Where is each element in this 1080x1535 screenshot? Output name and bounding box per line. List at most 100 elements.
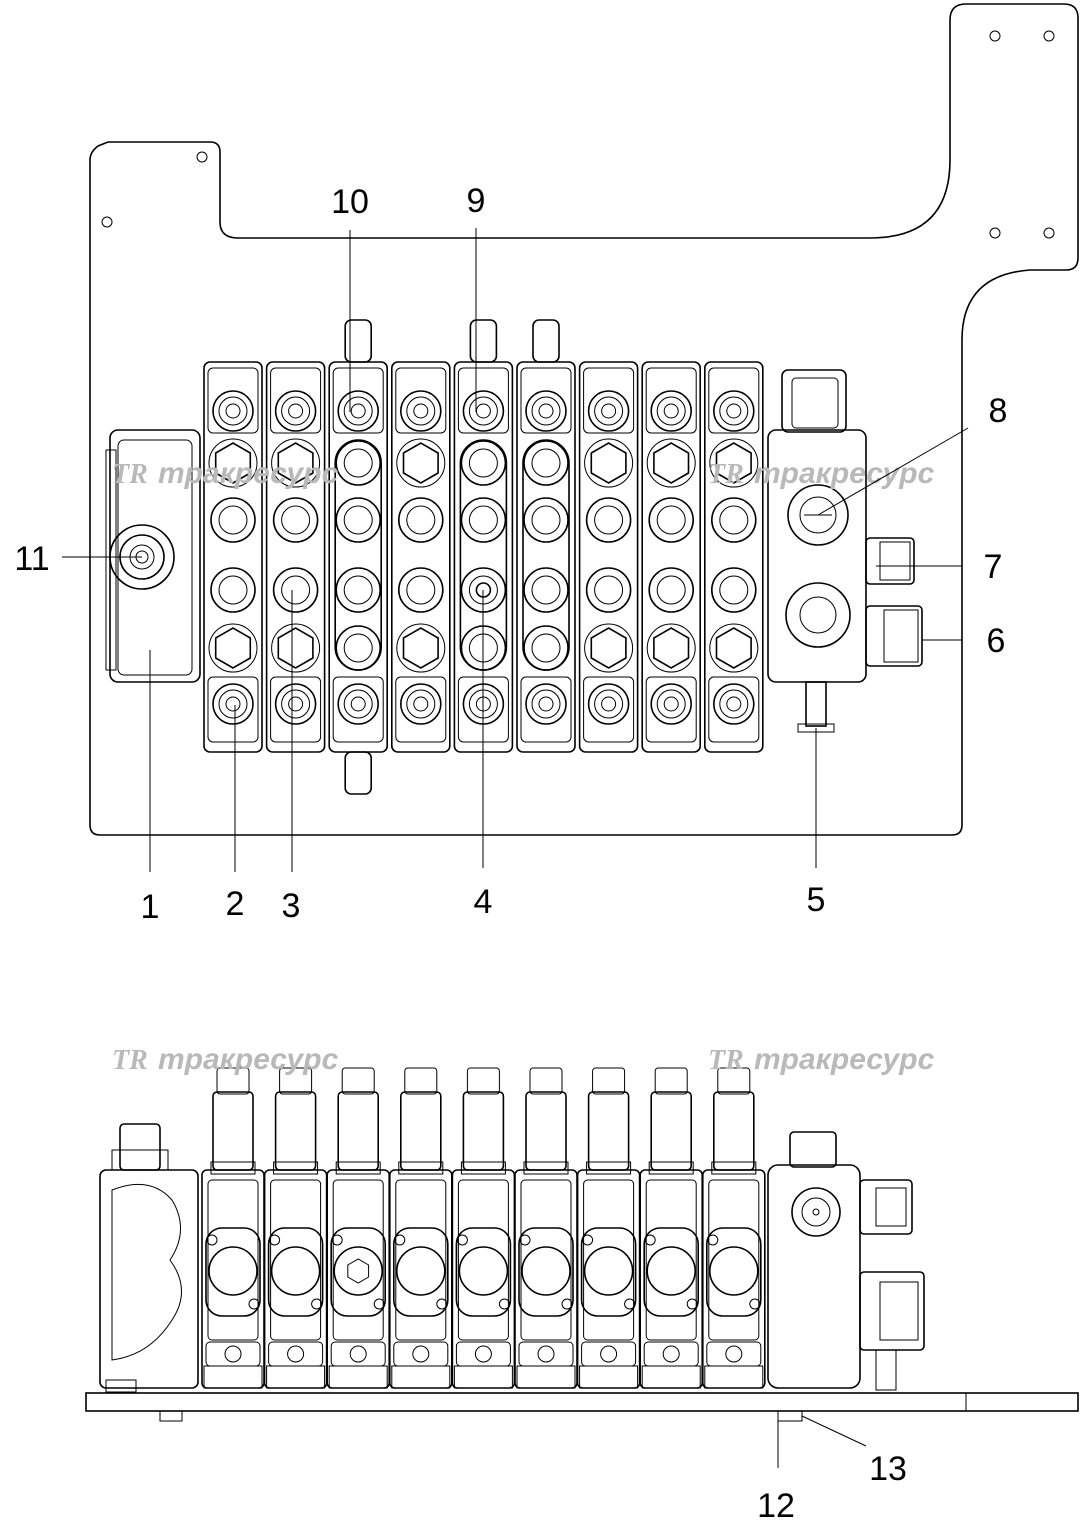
- port-fitting-inner: [406, 575, 436, 605]
- section-body: [578, 361, 639, 753]
- cap-bolt-outer: [650, 390, 693, 432]
- port-fitting-inner: [531, 448, 561, 478]
- upper-cap: [645, 367, 697, 434]
- cap-bolt-inner: [218, 396, 248, 426]
- solenoid-housing: [274, 1091, 317, 1171]
- port-fitting-inner: [343, 448, 373, 478]
- cover-screw: [498, 1298, 510, 1310]
- cap-bolt-inner: [281, 689, 311, 719]
- upper-cap: [207, 367, 259, 434]
- valve-section-top: [328, 319, 389, 795]
- cap-bolt-outer: [712, 390, 755, 432]
- hex-plug: [277, 627, 314, 669]
- svg-text:TR: TR: [112, 1045, 148, 1076]
- cap-bolt-outer: [337, 390, 380, 432]
- spool-cover-boss: [521, 1246, 571, 1296]
- section-foot: [203, 1365, 263, 1389]
- spool-cover: [205, 1227, 261, 1317]
- cover-screw: [644, 1234, 656, 1246]
- port-fitting-inner: [343, 633, 373, 663]
- solenoid-cap: [717, 1067, 751, 1095]
- valve-section-top: [390, 361, 451, 753]
- hex-plug: [653, 442, 690, 484]
- port-fitting-inner: [531, 505, 561, 535]
- cover-screw: [624, 1298, 636, 1310]
- port-fitting-inner: [281, 505, 311, 535]
- solenoid-base: [398, 1161, 444, 1175]
- solenoid-cap: [529, 1067, 563, 1095]
- valve-face: [520, 1179, 572, 1341]
- hex-plug: [653, 627, 690, 669]
- callout-9: 9: [467, 182, 486, 220]
- port-fitting: [335, 567, 382, 613]
- cap-bolt-inner: [594, 689, 624, 719]
- valve-section-top: [703, 361, 764, 753]
- cap-bolt-center: [726, 403, 742, 419]
- valve-section-side: [326, 1067, 391, 1389]
- port-screw: [725, 1345, 743, 1363]
- hex-plug-seat: [208, 438, 258, 488]
- port-screw: [224, 1345, 242, 1363]
- port-fitting: [585, 497, 632, 543]
- port-fitting-inner: [594, 575, 624, 605]
- callout-1: 1: [141, 888, 160, 926]
- cap-bolt-outer: [587, 683, 630, 725]
- section-body-side: [576, 1169, 641, 1389]
- cap-bolt-outer: [274, 390, 317, 432]
- cap-bolt-inner: [281, 396, 311, 426]
- cap-bolt-center: [225, 403, 241, 419]
- cap-bolt-inner: [531, 689, 561, 719]
- spool-window: [334, 439, 383, 671]
- port-fitting: [335, 497, 382, 543]
- cap-bolt-center: [413, 696, 429, 712]
- cap-bolt-inner: [468, 396, 498, 426]
- cap-bolt-center: [413, 403, 429, 419]
- hex-plug-seat: [208, 623, 258, 673]
- valve-section-side: [263, 1067, 328, 1389]
- section-foot: [453, 1365, 513, 1389]
- watermark-top-right: TR тракресурс: [708, 457, 935, 490]
- valve-face: [270, 1179, 322, 1341]
- lower-cap: [332, 676, 384, 743]
- solenoid-base: [210, 1161, 256, 1175]
- section-foot: [516, 1365, 576, 1389]
- valve-face: [332, 1179, 384, 1341]
- spool-cover: [643, 1227, 700, 1317]
- spool-cover-boss: [708, 1246, 759, 1296]
- callout-13: 13: [869, 1450, 907, 1488]
- port-fitting: [210, 567, 256, 613]
- spool-stem-bottom: [344, 751, 373, 795]
- port-fitting-inner: [468, 505, 498, 535]
- spool-cover: [330, 1227, 387, 1317]
- cap-bolt-center: [288, 696, 304, 712]
- section-body: [390, 361, 451, 753]
- port-fitting-inner: [343, 505, 373, 535]
- solenoid-housing: [337, 1091, 380, 1171]
- svg-text:TR: TR: [708, 1045, 744, 1076]
- valve-section-side: [576, 1067, 641, 1389]
- leader-lines: [62, 228, 969, 1468]
- solenoid-housing: [525, 1091, 567, 1171]
- cap-bolt-center: [350, 403, 366, 419]
- port-fitting-inner: [719, 505, 749, 535]
- spool-cover: [392, 1227, 449, 1317]
- section-body: [641, 361, 702, 753]
- spool-stem-top: [344, 319, 373, 363]
- section-body-side: [639, 1169, 704, 1389]
- solenoid-housing: [587, 1091, 630, 1171]
- section-body-side: [451, 1169, 516, 1389]
- hex-plug: [214, 442, 252, 484]
- cap-bolt-inner: [594, 396, 624, 426]
- port-screw: [537, 1345, 555, 1363]
- port-screw: [600, 1345, 618, 1363]
- valve-section-top: [203, 361, 263, 753]
- port-fitting-inner: [719, 575, 749, 605]
- cover-screw: [749, 1298, 761, 1310]
- cap-bolt-center: [663, 696, 679, 712]
- upper-cap: [708, 367, 760, 434]
- outlet-end-cover-side: [767, 1131, 925, 1391]
- cap-bolt-outer: [587, 390, 630, 432]
- cap-bolt-outer: [337, 683, 380, 725]
- section-body-side: [201, 1169, 265, 1389]
